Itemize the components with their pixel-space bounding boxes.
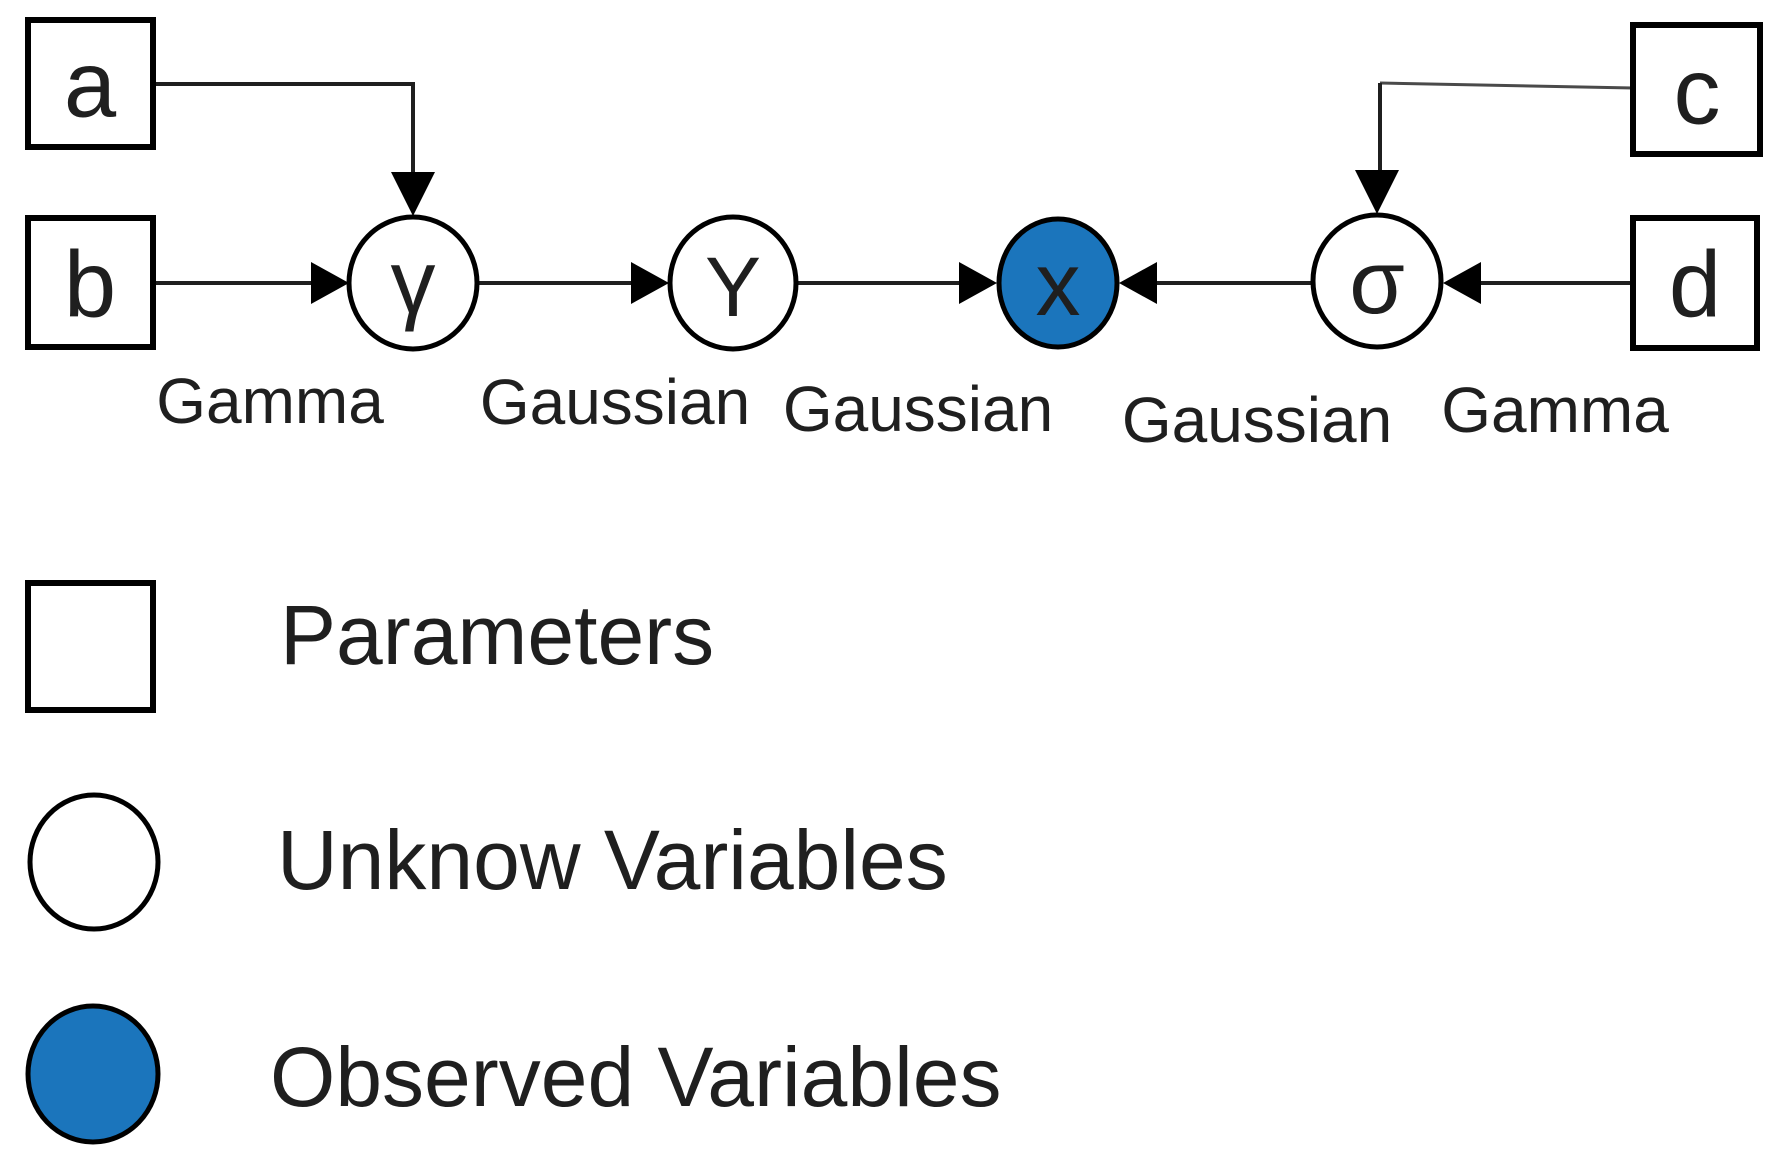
edge-label-gamma-left: Gamma [156, 365, 384, 437]
edge-label-gaussian-2: Gaussian [783, 373, 1053, 445]
node-gamma-circle [346, 214, 480, 352]
node-c-label: c [1674, 39, 1721, 144]
legend-square-symbol [25, 580, 156, 713]
node-x-label: x [1036, 235, 1081, 335]
node-b-label: b [64, 232, 116, 337]
edge-label-gaussian-3: Gaussian [1122, 384, 1392, 456]
edge-labels: Gamma Gaussian Gaussian Gaussian Gamma [156, 365, 1669, 456]
node-Y: Y [667, 214, 799, 352]
node-x-circle [996, 216, 1120, 350]
node-a-label: a [64, 32, 117, 137]
node-sigma-label: σ [1349, 233, 1405, 333]
node-sigma-circle [1310, 212, 1444, 350]
arrowhead-sigma-to-x [1119, 262, 1157, 304]
node-b: b [25, 215, 156, 350]
edge-a-to-gamma [153, 82, 415, 174]
node-a-square [25, 17, 156, 150]
node-Y-label: Y [705, 240, 761, 334]
node-gamma: γ [346, 214, 480, 352]
arrowhead-a-to-gamma [391, 172, 435, 216]
node-d-square [1630, 215, 1760, 351]
arrowhead-gamma-to-Y [631, 262, 669, 304]
legend-label-unknown-variables: Unknow Variables [277, 813, 948, 907]
node-x-observed: x [996, 216, 1120, 350]
node-c-square [1630, 22, 1763, 157]
edge-c-to-sigma-horizontal [1379, 81, 1634, 90]
node-c: c [1630, 22, 1763, 157]
legend-label-observed-variables: Observed Variables [270, 1030, 1001, 1124]
node-sigma: σ [1310, 212, 1444, 350]
arrowhead-c-to-sigma [1355, 170, 1399, 214]
arrowhead-d-to-sigma [1443, 262, 1481, 304]
legend-item-observed-variables: Observed Variables [25, 1003, 1001, 1145]
legend: Parameters Unknow Variables Observed Var… [25, 580, 1001, 1145]
arrowhead-b-to-gamma [311, 262, 349, 304]
arrowhead-Y-to-x [959, 262, 997, 304]
node-a: a [25, 17, 156, 150]
edge-label-gamma-right: Gamma [1441, 374, 1669, 446]
edges [153, 81, 1634, 304]
legend-blue-circle-symbol [25, 1003, 161, 1145]
edge-label-gaussian-1: Gaussian [480, 366, 750, 438]
node-d-label: d [1669, 232, 1721, 337]
legend-item-unknown-variables: Unknow Variables [27, 792, 948, 932]
node-gamma-label: γ [391, 233, 436, 333]
node-Y-circle [667, 214, 799, 352]
legend-item-parameters: Parameters [25, 580, 714, 713]
legend-label-parameters: Parameters [280, 588, 714, 682]
legend-white-circle-symbol [27, 792, 161, 932]
node-b-square [25, 215, 156, 350]
node-d: d [1630, 215, 1760, 351]
